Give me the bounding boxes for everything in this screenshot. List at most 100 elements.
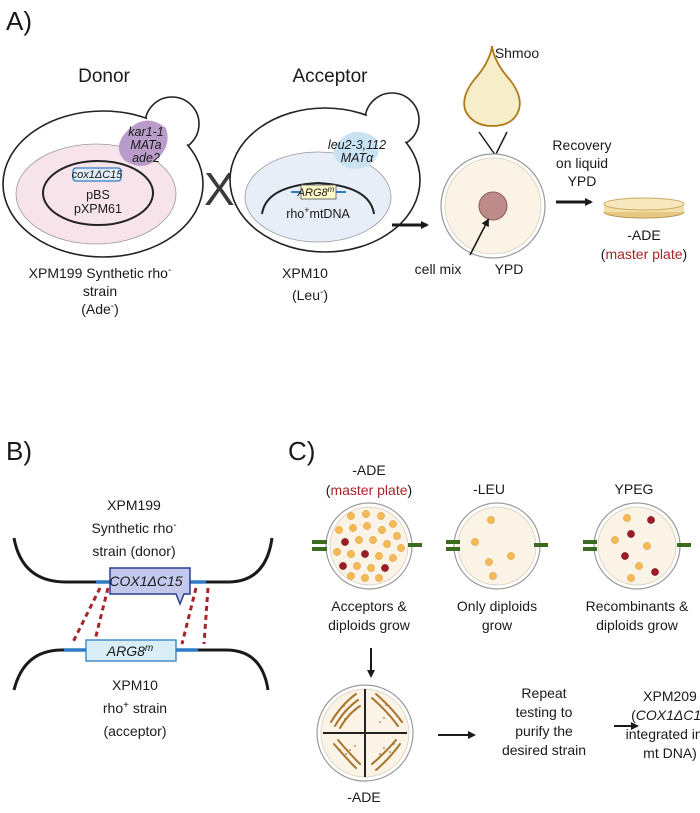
cell-mix-arrow — [469, 218, 489, 256]
yellow-colony — [347, 572, 355, 580]
c-plate3-title: YPEG — [615, 481, 654, 497]
donor-genotype-3: ade2 — [132, 151, 160, 165]
streak-line — [375, 743, 401, 771]
c-plate1-caption-1: Acceptors & — [331, 598, 407, 614]
red-colony — [361, 550, 369, 558]
red-colony — [627, 530, 635, 538]
b-crossover-right-1 — [180, 587, 198, 645]
acceptor-gene-label: ARG8m — [297, 185, 335, 200]
streak-speckle — [344, 718, 346, 720]
streak-speckle — [393, 743, 395, 745]
c-plate3-caption-2: diploids grow — [596, 617, 679, 633]
petri-dish-agar — [329, 506, 409, 586]
streak-line — [339, 705, 361, 729]
yellow-colony — [363, 522, 371, 530]
b-donor-dna-left — [12, 537, 96, 584]
donor-genotype-2: MATa — [130, 138, 161, 152]
streak-speckle — [345, 753, 347, 755]
c-repeat-1: Repeat — [521, 685, 566, 701]
yellow-colony — [347, 512, 355, 520]
donor-plasmid-2: pXPM61 — [74, 202, 122, 216]
c-leu-plate — [453, 502, 541, 590]
streak-speckle — [385, 704, 387, 706]
streak-line — [371, 697, 399, 727]
b-donor-line-2: Synthetic rho- — [91, 520, 176, 537]
yellow-colony — [353, 562, 361, 570]
streak-speckle — [383, 717, 385, 719]
c-repeat-2: testing to — [516, 704, 573, 720]
red-colony — [621, 552, 629, 560]
b-acceptor-dna-left — [12, 648, 64, 691]
acceptor-title: Acceptor — [293, 66, 369, 87]
c-result-3: mt DNA) — [643, 745, 697, 761]
yellow-colony — [507, 552, 515, 560]
yellow-colony — [375, 574, 383, 582]
recovery-line-3: YPD — [568, 173, 597, 189]
yellow-colony — [611, 536, 619, 544]
streak-speckle — [354, 745, 356, 747]
acceptor-cell: ARG8m leu2-3,112 MATα rho+mtDNA — [229, 92, 421, 253]
red-colony — [341, 538, 349, 546]
yellow-colony — [383, 540, 391, 548]
c-plate1-caption-2: diploids grow — [328, 617, 411, 633]
ypd-label: YPD — [495, 261, 524, 277]
yellow-colony — [489, 572, 497, 580]
b-donor-line-3: strain (donor) — [92, 543, 175, 559]
yellow-colony — [333, 548, 341, 556]
yellow-colony — [471, 538, 479, 546]
c-result-2: integrated into — [626, 726, 700, 742]
yellow-colony — [349, 524, 357, 532]
b-acceptor-line-2: rho+ strain — [103, 700, 167, 717]
streak-line — [375, 693, 403, 723]
streak-speckle — [389, 751, 391, 753]
yellow-colony — [393, 532, 401, 540]
b-acceptor-line-3: (acceptor) — [103, 723, 166, 739]
c-streak-label: -ADE — [347, 789, 380, 805]
streak-speckle — [354, 709, 356, 711]
panel-a-label: A) — [6, 6, 32, 36]
panel-b-label: B) — [6, 436, 32, 466]
acceptor-genotype-2: MATα — [341, 151, 374, 165]
donor-cell: cox1ΔC15 kar1-1 MATa ade2 pBS pXPM61 — [2, 96, 204, 258]
yellow-colony — [335, 526, 343, 534]
shmoo-cell — [463, 45, 521, 127]
ade-label-a: -ADE — [627, 227, 660, 243]
streak-speckle — [343, 705, 345, 707]
c-master-plate — [325, 502, 413, 590]
acceptor-gene-box — [300, 184, 337, 200]
c-plate2-caption-1: Only diploids — [457, 598, 537, 614]
yellow-colony — [635, 562, 643, 570]
b-donor-dna-right — [206, 537, 274, 584]
red-colony — [381, 564, 389, 572]
petri-dish-agar — [597, 506, 677, 586]
yellow-colony — [369, 536, 377, 544]
acceptor-dna-label: rho+mtDNA — [286, 205, 350, 221]
yellow-colony — [361, 574, 369, 582]
b-donor-line-1: XPM199 — [107, 497, 161, 513]
yellow-colony — [355, 536, 363, 544]
yellow-colony — [627, 574, 635, 582]
yellow-colony — [377, 512, 385, 520]
donor-insert-label: cox1ΔC15 — [72, 169, 124, 181]
streak-line — [333, 743, 357, 769]
b-acceptor-dna-right — [198, 648, 270, 691]
yellow-colony — [623, 514, 631, 522]
c-plate2-title: -LEU — [473, 481, 505, 497]
recovery-line-2: on liquid — [556, 155, 608, 171]
master-plate-side — [603, 197, 685, 219]
donor-caption-3: (Ade-) — [81, 301, 119, 318]
streak-speckle — [349, 749, 351, 751]
yellow-colony — [389, 554, 397, 562]
streak-speckle — [379, 721, 381, 723]
c-repeat-4: desired strain — [502, 742, 586, 758]
acceptor-mtdna-arc — [261, 181, 375, 215]
streak-line — [330, 693, 357, 723]
red-colony — [651, 568, 659, 576]
c-result-gene: (COX1ΔC15 — [631, 707, 700, 723]
c-plate2-caption-2: grow — [482, 617, 513, 633]
acceptor-caption-1: XPM10 — [282, 265, 328, 281]
b-crossover-right-2 — [202, 587, 210, 645]
master-plate-caption-a: (master plate) — [601, 246, 687, 262]
cross-symbol: X — [204, 163, 235, 215]
